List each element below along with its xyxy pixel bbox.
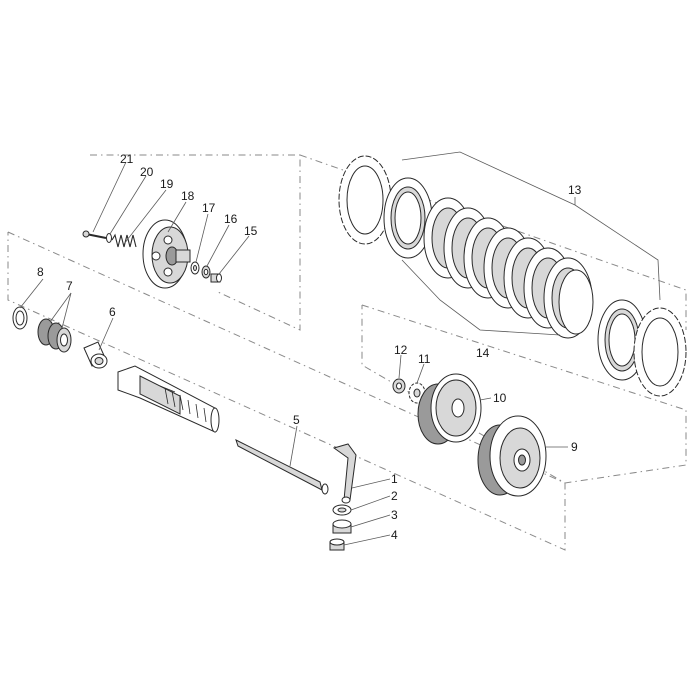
part-20-washer <box>106 233 112 243</box>
part-1-release-lever <box>332 443 357 504</box>
callout-1: 1 <box>391 472 398 486</box>
part-6-bushing <box>83 341 108 369</box>
part-main-shaft <box>117 365 220 433</box>
part-10-clutch-hub <box>417 373 482 445</box>
boundary-main-shaft-group <box>7 231 566 551</box>
callout-19: 19 <box>160 177 174 191</box>
part-7-needle-bearings <box>37 318 72 353</box>
part-16-nut <box>201 265 211 279</box>
part-19-spring <box>111 233 137 248</box>
callout-9: 9 <box>571 440 578 454</box>
part-21-screw <box>82 230 107 239</box>
boundary-clutch-hub-group <box>361 304 687 484</box>
leader-lines <box>19 161 568 546</box>
part-15-pin <box>210 273 222 283</box>
part-13-14-clutch-plate-pack <box>338 151 687 397</box>
callout-16: 16 <box>224 212 238 226</box>
callout-13: 13 <box>568 183 582 197</box>
callout-6: 6 <box>109 305 116 319</box>
plate-outer-rear <box>633 307 687 397</box>
part-18-pressure-plate <box>142 219 191 289</box>
callout-18: 18 <box>181 189 195 203</box>
callout-labels: 21 20 19 18 17 16 15 8 7 6 5 1 2 3 4 9 1… <box>37 152 582 542</box>
callout-17: 17 <box>202 201 216 215</box>
plate-stack <box>423 197 594 339</box>
callout-14: 14 <box>476 346 490 360</box>
callout-10: 10 <box>493 391 507 405</box>
callout-2: 2 <box>391 489 398 503</box>
part-12-nut <box>392 378 406 394</box>
callout-7: 7 <box>66 279 73 293</box>
plate-inner-front <box>383 177 433 259</box>
part-5-push-rod <box>235 439 329 495</box>
callout-12: 12 <box>394 343 408 357</box>
callout-5: 5 <box>293 413 300 427</box>
part-8-shim-washer <box>12 306 28 330</box>
callout-4: 4 <box>391 528 398 542</box>
boundary-pressure-plate-group <box>90 154 301 331</box>
callout-3: 3 <box>391 508 398 522</box>
part-9-clutch-housing <box>477 415 547 497</box>
part-2-washer <box>332 504 352 516</box>
part-17-washer <box>190 261 200 275</box>
callout-20: 20 <box>140 165 154 179</box>
callout-21: 21 <box>120 152 134 166</box>
callout-11: 11 <box>418 352 431 366</box>
part-4-bushing <box>329 538 345 551</box>
plate-outer-front <box>338 155 392 245</box>
part-3-bushing <box>332 519 352 534</box>
callout-15: 15 <box>244 224 258 238</box>
callout-8: 8 <box>37 265 44 279</box>
